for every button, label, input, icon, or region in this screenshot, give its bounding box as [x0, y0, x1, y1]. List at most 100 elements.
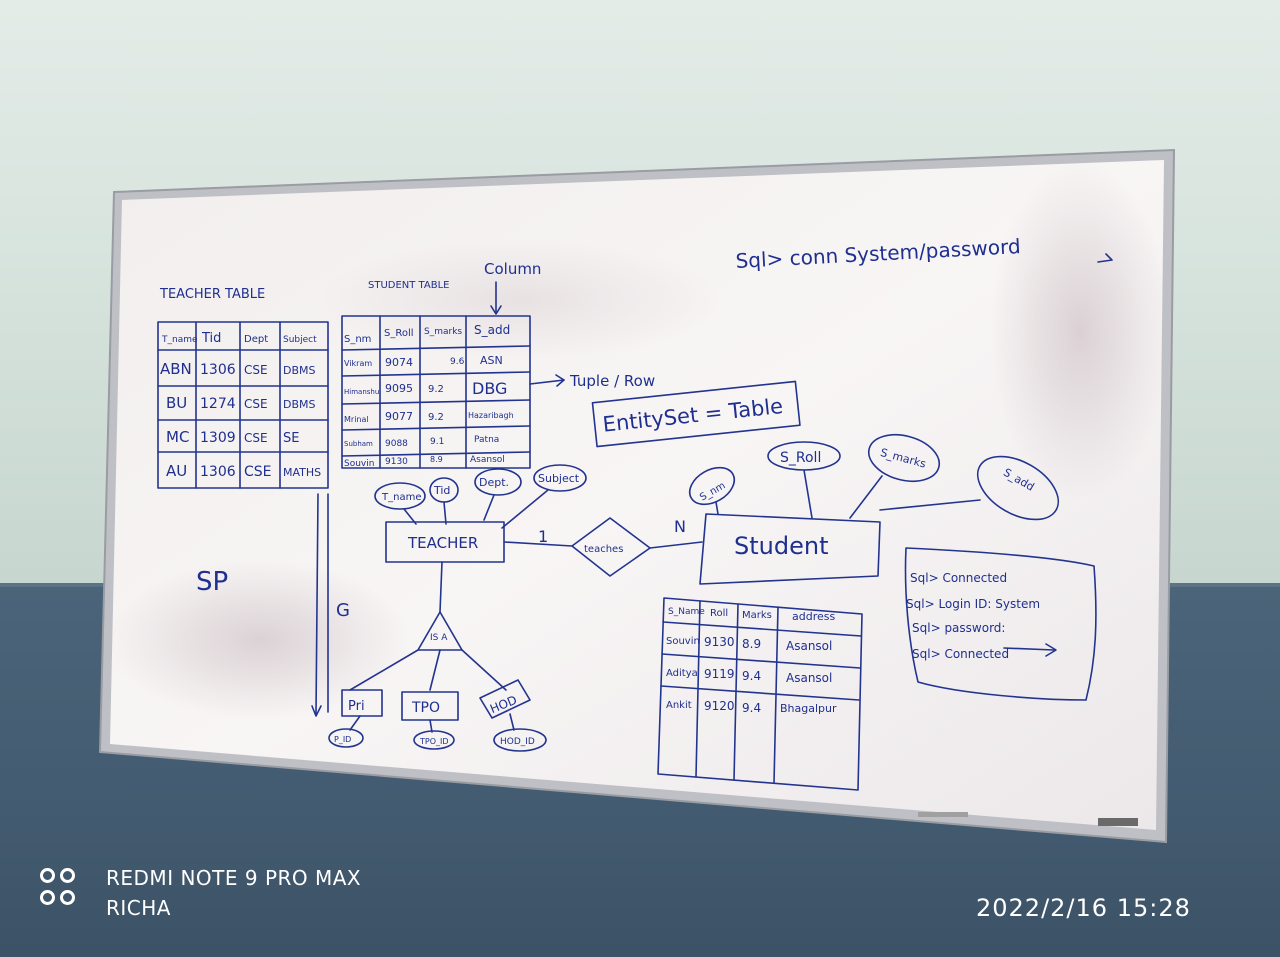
- side-arrowhead: [311, 705, 322, 717]
- camera-logo-icon: [40, 868, 88, 916]
- key-ellipse: [328, 728, 364, 748]
- student-cell: 9.6: [450, 357, 465, 367]
- row-arrowhead: [555, 374, 565, 387]
- side-line: [315, 493, 319, 715]
- student-cell: Souvin: [344, 459, 374, 469]
- isa-label: IS A: [430, 633, 448, 643]
- teacher-header-cell: T_name: [161, 335, 198, 345]
- marks-cell: 9.4: [742, 701, 761, 715]
- teacher-table: T_name Tid Dept Subject ABN 1306 CSE DBM…: [157, 321, 329, 489]
- teacher-header-cell: Subject: [283, 335, 317, 345]
- student-attribute: S_Roll: [780, 450, 821, 466]
- student-cell: 9.2: [428, 384, 444, 395]
- marks-cell: Bhagalpur: [780, 702, 837, 715]
- marks-cell: 9130: [704, 635, 735, 649]
- attr-ellipse: [688, 466, 736, 506]
- marks-cell: Ankit: [666, 700, 692, 711]
- marks-header-cell: Roll: [710, 608, 728, 619]
- attr-ellipse: [976, 455, 1060, 521]
- console-line: Sql> Connected: [910, 571, 1007, 585]
- subtype-label: TPO: [411, 700, 440, 716]
- marks-cell: 9120: [704, 699, 735, 713]
- teacher-cell: DBMS: [283, 364, 316, 377]
- teacher-cell: DBMS: [283, 398, 316, 411]
- subtype-box: [341, 689, 383, 717]
- teacher-cell: SE: [283, 431, 299, 446]
- teacher-cell: AU: [166, 462, 187, 480]
- student-entity-box: [699, 513, 881, 585]
- teacher-cell: 1306: [200, 362, 236, 378]
- cardinality-many: N: [674, 517, 686, 536]
- teacher-header-cell: Dept: [244, 334, 268, 345]
- student-cell: DBG: [472, 379, 507, 398]
- student-cell: Patna: [474, 435, 499, 445]
- console-line: Sql> Login ID: System: [906, 597, 1040, 611]
- watermark-owner: RICHA: [106, 896, 171, 920]
- marks-cell: Asansol: [786, 639, 832, 653]
- column-arrowhead: [490, 305, 502, 315]
- student-cell: 9088: [385, 439, 408, 449]
- student-cell: 9130: [385, 457, 408, 467]
- student-cell: ASN: [480, 354, 503, 367]
- teacher-cell: ABN: [160, 360, 192, 378]
- command-arrow: [1097, 253, 1113, 263]
- student-cell: 9.2: [428, 412, 444, 423]
- teacher-cell: 1309: [200, 430, 236, 446]
- console-line: Sql> password:: [912, 621, 1005, 635]
- teacher-attribute: Subject: [538, 472, 580, 485]
- marks-cell: Souvin: [666, 636, 700, 647]
- student-entity: Student: [734, 532, 828, 560]
- student-header-cell: S_nm: [344, 334, 371, 345]
- teacher-cell: BU: [166, 394, 187, 412]
- board-label-sticker: [1098, 818, 1138, 826]
- marker-tray: [918, 812, 968, 817]
- teacher-header-cell: Tid: [201, 331, 221, 346]
- student-cell: 9077: [385, 410, 413, 423]
- student-cell: Himanshu: [344, 388, 379, 396]
- er-diagram: T_name Tid Dept. Subject TEACHER 1 teach…: [328, 433, 1060, 752]
- watermark-timestamp: 2022/2/16 15:28: [976, 894, 1191, 922]
- student-cell: Vikram: [344, 359, 372, 368]
- teacher-table-title: TEACHER TABLE: [159, 287, 265, 302]
- key-ellipse: [493, 728, 547, 752]
- marks-cell: 8.9: [742, 637, 761, 651]
- student-header-cell: S_Roll: [384, 328, 414, 339]
- teacher-attribute: Dept.: [479, 476, 509, 489]
- student-cell: Mrinal: [344, 415, 369, 424]
- teacher-cell: 1306: [200, 464, 236, 480]
- student-header-cell: S_marks: [424, 327, 462, 337]
- teacher-cell: CSE: [244, 431, 268, 445]
- student-cell: 9.1: [430, 437, 444, 447]
- row-note: Tuple / Row: [569, 372, 655, 390]
- student-cell: Asansol: [470, 455, 505, 465]
- teacher-entity: TEACHER: [407, 534, 478, 552]
- key-ellipse: [413, 730, 455, 750]
- student-cell: Hazaribagh: [468, 411, 514, 420]
- teacher-cell: MATHS: [283, 466, 321, 479]
- column-note: Column: [484, 260, 541, 278]
- marks-header-cell: S_Name: [668, 607, 705, 617]
- console-line: Sql> Connected: [912, 647, 1009, 661]
- row-arrow: [529, 379, 565, 385]
- attr-ellipse: [867, 433, 941, 483]
- teacher-cell: MC: [166, 428, 189, 446]
- subtype-key: HOD_ID: [500, 737, 535, 747]
- student-header-cell: S_add: [474, 323, 510, 337]
- subtype-label: Pri: [348, 699, 365, 714]
- student-table: S_nm S_Roll S_marks S_add Vikram 9074 9.…: [341, 315, 531, 469]
- teacher-cell: CSE: [244, 363, 268, 377]
- marks-table: S_Name Roll Marks address Souvin 9130 8.…: [657, 597, 863, 791]
- student-cell: 9095: [385, 382, 413, 395]
- attr-ellipse: [374, 482, 426, 510]
- smudge: [990, 160, 1170, 500]
- marks-header-cell: Marks: [742, 610, 772, 621]
- attr-ellipse: [533, 464, 587, 492]
- marks-cell: Asansol: [786, 671, 832, 685]
- teacher-attribute: T_name: [381, 492, 421, 503]
- side-note: G: [336, 600, 350, 621]
- marks-cell: 9.4: [742, 669, 761, 683]
- student-table-title: STUDENT TABLE: [368, 280, 449, 291]
- teacher-cell: 1274: [200, 396, 236, 412]
- student-cell: 9074: [385, 356, 413, 369]
